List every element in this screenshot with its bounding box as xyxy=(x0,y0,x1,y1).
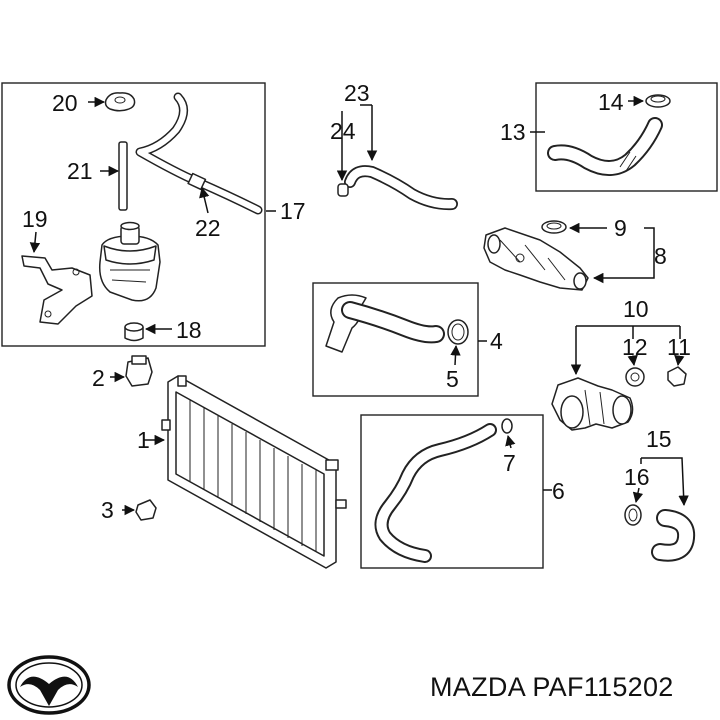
hose-clamp-7 xyxy=(501,418,513,434)
radiator xyxy=(161,375,347,569)
label-part-1: 1 xyxy=(137,427,150,453)
sensor-11 xyxy=(667,366,687,387)
label-part-14: 14 xyxy=(598,89,624,115)
hose-clamp-9 xyxy=(541,220,567,234)
brand-name: MAZDA xyxy=(430,672,525,702)
overflow-hose xyxy=(135,92,263,215)
water-outlet-assembly xyxy=(483,227,589,291)
label-part-6: 6 xyxy=(552,478,565,504)
label-part-11: 11 xyxy=(667,334,691,360)
label-part-19: 19 xyxy=(22,206,48,232)
label-part-21: 21 xyxy=(67,158,93,184)
label-part-2: 2 xyxy=(92,365,105,391)
label-part-17: 17 xyxy=(280,198,306,224)
label-part-16: 16 xyxy=(624,464,650,490)
hose-clamp-14 xyxy=(645,94,671,108)
reservoir-tank xyxy=(98,221,161,302)
reservoir-cap xyxy=(104,92,136,112)
hose-4 xyxy=(325,294,445,353)
reservoir-rod xyxy=(118,141,128,211)
label-part-5: 5 xyxy=(446,366,459,392)
label-part-15: 15 xyxy=(646,426,672,452)
label-part-12: 12 xyxy=(622,334,648,360)
reservoir-bracket xyxy=(21,255,93,325)
thermostat-housing xyxy=(551,377,634,431)
hose-clamp-5 xyxy=(447,319,469,345)
label-part-22: 22 xyxy=(195,215,221,241)
label-part-23: 23 xyxy=(344,80,370,106)
radiator-nut xyxy=(135,499,157,521)
label-part-24: 24 xyxy=(330,118,356,144)
reservoir-group-box xyxy=(1,82,266,347)
radiator-mount xyxy=(125,355,153,387)
hose-15 xyxy=(651,509,696,562)
hose-clamp-24 xyxy=(337,183,349,197)
label-part-9: 9 xyxy=(614,215,627,241)
hose-6-group-box xyxy=(360,414,544,569)
label-part-4: 4 xyxy=(490,328,503,354)
hose-clamp-16 xyxy=(624,504,642,526)
label-part-18: 18 xyxy=(176,317,202,343)
reservoir-grommet xyxy=(124,322,144,342)
upper-hose-23 xyxy=(344,165,458,211)
label-part-13: 13 xyxy=(500,119,526,145)
label-part-3: 3 xyxy=(101,497,114,523)
label-part-20: 20 xyxy=(52,90,78,116)
gasket-12 xyxy=(625,367,645,387)
hose-6 xyxy=(374,423,497,563)
part-caption: MAZDA PAF115202 xyxy=(430,672,674,703)
hose-4-group-box xyxy=(312,282,479,397)
hose-13 xyxy=(547,117,663,176)
mazda-wing-logo-icon xyxy=(7,655,91,715)
label-part-8: 8 xyxy=(654,243,667,269)
label-part-10: 10 xyxy=(623,296,649,322)
hose-13-group-box xyxy=(535,82,718,192)
part-number: PAF115202 xyxy=(532,672,674,702)
label-part-7: 7 xyxy=(503,450,516,476)
